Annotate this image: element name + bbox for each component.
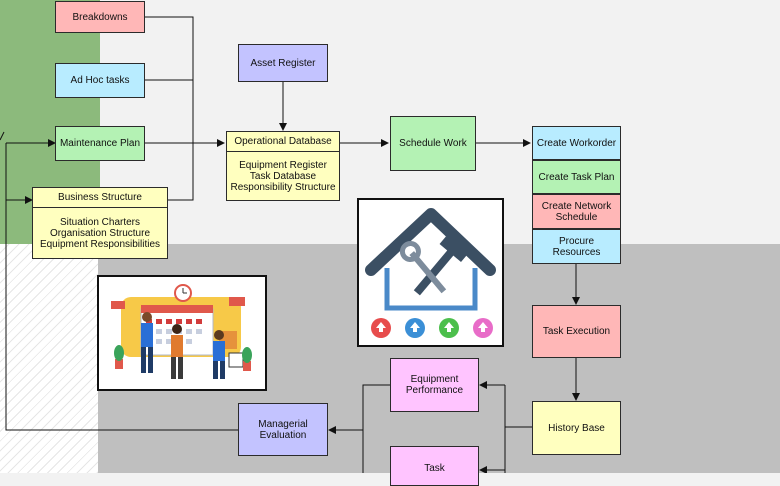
striped-background-panel [0, 244, 98, 473]
create-workorder-box[interactable]: Create Workorder [532, 126, 621, 160]
line-business [168, 143, 194, 201]
operational-database-box[interactable]: Operational Database Equipment Register … [226, 131, 340, 201]
asset-register-label: Asset Register [250, 57, 316, 69]
asset-register-box[interactable]: Asset Register [238, 44, 328, 82]
create-workorder-label: Create Workorder [536, 137, 617, 149]
business-structure-box[interactable]: Business Structure Situation Charters Or… [32, 187, 168, 259]
schedule-work-label: Schedule Work [399, 138, 467, 149]
managerial-evaluation-box[interactable]: Managerial Evaluation [238, 403, 328, 456]
create-network-schedule-box[interactable]: Create Network Schedule [532, 194, 621, 229]
task-execution-box[interactable]: Task Execution [532, 305, 621, 358]
equipment-performance-line-2: Performance [405, 385, 464, 396]
breakdowns-label: Breakdowns [72, 11, 128, 23]
breakdowns-box[interactable]: Breakdowns [55, 1, 145, 33]
schedule-work-box[interactable]: Schedule Work [390, 116, 476, 171]
line-breakdowns [145, 16, 194, 143]
op-db-line-3: Responsibility Structure [230, 181, 336, 193]
procure-line-1: Procure [558, 235, 594, 247]
maintenance-plan-label: Maintenance Plan [59, 138, 141, 149]
op-db-line-2: Task Database [249, 170, 317, 182]
feedback-line [5, 143, 238, 431]
create-task-plan-box[interactable]: Create Task Plan [532, 160, 621, 194]
procure-line-2: Resources [552, 246, 601, 258]
task-execution-label: Task Execution [542, 326, 611, 337]
task-box-label: Task [424, 463, 445, 474]
line-history-to-perf [504, 426, 532, 473]
history-base-label: History Base [548, 422, 605, 434]
maintenance-plan-box[interactable]: Maintenance Plan [55, 126, 145, 161]
operational-database-title: Operational Database [227, 132, 339, 152]
adhoc-tasks-box[interactable]: Ad Hoc tasks [55, 63, 145, 98]
team-calendar-illustration [97, 275, 267, 391]
equipment-performance-box[interactable]: Equipment Performance [390, 358, 479, 412]
create-network-line-1: Create Network [541, 200, 612, 212]
business-line-3: Equipment Responsibilities [39, 238, 161, 250]
adhoc-tasks-label: Ad Hoc tasks [70, 75, 130, 86]
history-base-box[interactable]: History Base [532, 401, 621, 455]
business-line-2: Organisation Structure [49, 227, 151, 239]
managerial-line-2: Evaluation [259, 429, 307, 441]
create-network-line-2: Schedule [555, 211, 598, 223]
business-line-1: Situation Charters [59, 216, 141, 228]
connector-lines [0, 16, 580, 473]
create-task-plan-label: Create Task Plan [538, 171, 615, 183]
task-box[interactable]: Task [390, 446, 479, 486]
procure-resources-box[interactable]: Procure Resources [532, 229, 621, 264]
managerial-line-1: Managerial [258, 418, 308, 430]
op-db-line-1: Equipment Register [239, 159, 327, 171]
business-structure-title: Business Structure [33, 188, 167, 208]
line-perf-to-managerial [362, 384, 390, 473]
equipment-performance-line-1: Equipment [410, 374, 459, 385]
maintenance-house-tools-icon [357, 198, 504, 347]
